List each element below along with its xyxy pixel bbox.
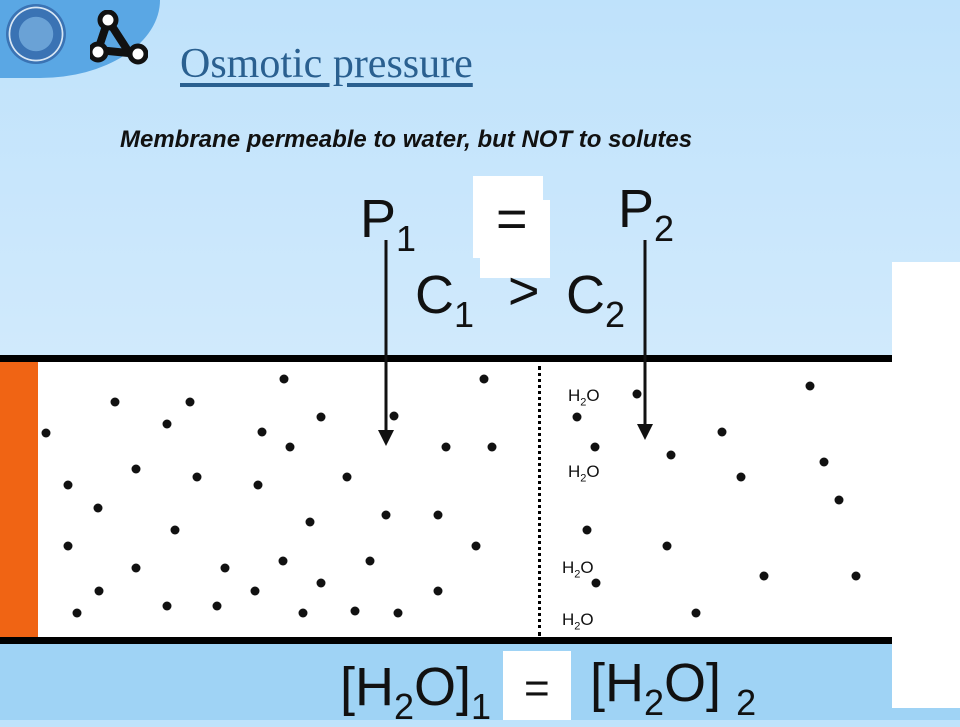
solute-particle [433,586,443,596]
solute-particle [851,571,861,581]
solute-particle [666,450,676,460]
solute-particle [582,525,592,535]
solute-particle [131,464,141,474]
concentration-2: C2 [566,265,626,335]
pressure-1: P1 [360,189,417,259]
solute-particle [590,442,600,452]
semipermeable-membrane [538,366,541,636]
solute-particle [365,556,375,566]
university-seal-icon [6,4,66,64]
water-label: H2O [568,462,600,485]
solute-particle [110,397,120,407]
piston [0,362,38,637]
water-concentration-2: [H2O] 2 [590,653,757,723]
solute-particle [278,556,288,566]
solute-particle [253,480,263,490]
pressure-arrow-right-head [637,424,653,440]
solute-particle [479,374,489,384]
page-title: Osmotic pressure [180,41,473,87]
water-concentration-relation: = [524,664,550,713]
solute-particle [305,517,315,527]
pressure-relation: = [496,189,528,249]
solute-particle [342,472,352,482]
solute-particle [250,586,260,596]
solute-particle [185,397,195,407]
right-panel [892,262,960,708]
equals-box-shadow [480,200,550,278]
bottom-band [0,640,960,720]
solute-particle [471,541,481,551]
solute-particle [759,571,769,581]
solute-particle [487,442,497,452]
solute-particle [834,495,844,505]
solute-particle [257,427,267,437]
solute-particle [285,442,295,452]
concentration-1: C1 [415,265,475,335]
solute-particle [131,563,141,573]
pressure-2: P2 [618,179,675,249]
solute-particle [572,412,582,422]
concentration-relation: > [508,261,540,321]
solute-particle [691,608,701,618]
solute-particle [212,601,222,611]
solute-particle [591,578,601,588]
solute-particle [279,374,289,384]
subtitle: Membrane permeable to water, but NOT to … [120,126,693,153]
water-label: H2O [562,558,594,581]
water-concentration-1: [H2O]1 [340,657,492,727]
solute-particle [316,412,326,422]
solute-particle [433,510,443,520]
solute-particle [350,606,360,616]
solute-particles [41,374,861,618]
solute-particle [389,411,399,421]
logo-corner [0,0,160,78]
solute-particle [662,541,672,551]
solute-particle [381,510,391,520]
solute-particle [298,608,308,618]
chamber [0,355,892,644]
solute-particle [736,472,746,482]
equals-box-bottom [503,651,571,720]
pressure-arrow-left-head [378,430,394,446]
solute-particle [162,419,172,429]
solute-particle [220,563,230,573]
solute-particle [63,541,73,551]
water-label: H2O [568,386,600,409]
water-label: H2O [562,610,594,633]
solute-particle [819,457,829,467]
solute-particle [170,525,180,535]
solute-particle [805,381,815,391]
solute-particle [72,608,82,618]
solute-particle [441,442,451,452]
solute-particle [717,427,727,437]
solute-particle [93,503,103,513]
solute-particle [41,428,51,438]
solute-particle [393,608,403,618]
solute-particle [162,601,172,611]
solute-particle [316,578,326,588]
solute-particle [63,480,73,490]
solute-particle [94,586,104,596]
solute-particle [632,389,642,399]
triangle-logo-icon [90,10,148,65]
solute-particle [192,472,202,482]
